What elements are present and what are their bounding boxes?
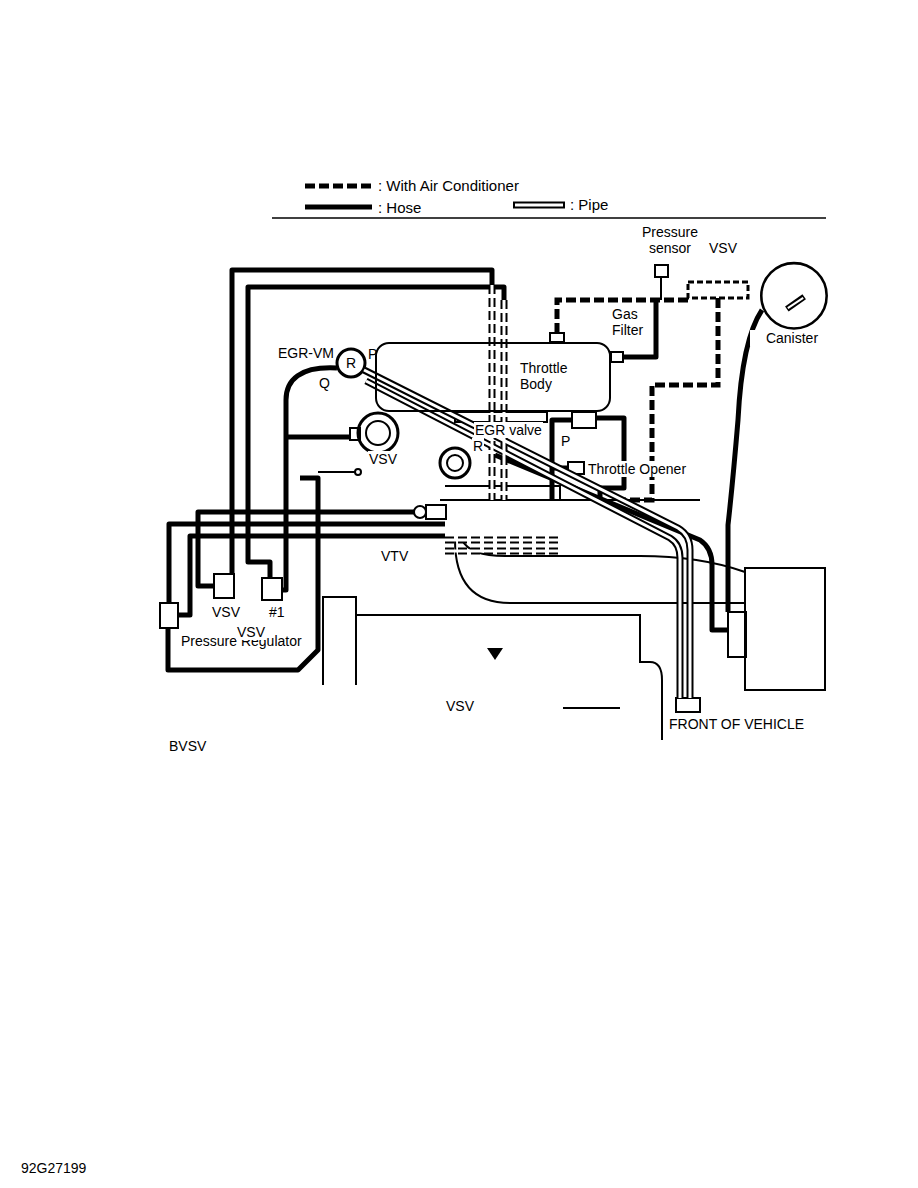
component-box [572, 412, 596, 428]
air-conditioner-hoses [557, 282, 748, 500]
hose-line [323, 597, 356, 685]
component-box [688, 282, 748, 298]
component-box [611, 352, 623, 362]
number-label: VSV [236, 624, 266, 640]
fitting-circle [440, 448, 470, 478]
component-box [676, 698, 700, 712]
pipes [364, 285, 690, 698]
hose-line [501, 300, 508, 500]
part-label: VTV [380, 548, 409, 564]
fitting-circle [358, 413, 398, 453]
legend-text: : Pipe [569, 196, 609, 213]
hose-line [489, 285, 496, 500]
component-box [350, 428, 360, 440]
legend-text: : Hose [377, 199, 422, 216]
hose-line [728, 310, 762, 612]
legend-text: : With Air Conditioner [377, 177, 520, 194]
hose-line [366, 381, 680, 698]
component-box [262, 578, 282, 600]
port-letter: EGR valve [474, 422, 543, 438]
fitting-circle [366, 421, 390, 445]
canister-port [788, 298, 803, 308]
port-letter: R [472, 438, 484, 454]
node-text: Canister [750, 330, 834, 346]
hose-line [286, 435, 350, 440]
fitting-circle [447, 455, 463, 471]
legend-sample [305, 186, 372, 187]
part-label: VSV [708, 240, 738, 256]
canister-port [787, 297, 804, 309]
hose-line [445, 548, 560, 555]
part-label: VSV [211, 604, 241, 620]
canister: Canister [750, 258, 840, 352]
hose-line [440, 499, 700, 501]
component-box [655, 265, 668, 277]
hose-line [491, 285, 494, 500]
port-letter: R [345, 355, 357, 371]
part-label: EGR-VM [277, 345, 335, 361]
part-outlines [160, 265, 825, 740]
component-box [728, 612, 746, 657]
fitting-circle [414, 506, 426, 518]
legend-line [305, 205, 372, 210]
component-box [160, 603, 178, 628]
hose-line [445, 550, 560, 553]
hose-line [356, 615, 662, 740]
port-letter: Q [318, 375, 331, 391]
fitting-circle [337, 349, 365, 377]
fitting-circle [355, 469, 361, 475]
hose-line [445, 539, 560, 542]
hose-line [364, 370, 690, 698]
hose-line [445, 537, 560, 544]
part-label: Throttle Opener [587, 461, 687, 477]
component-box [550, 333, 564, 342]
part-label: 92G27199 [20, 1160, 87, 1176]
front-arrow [487, 648, 503, 660]
part-label: FRONT OF VEHICLE [668, 716, 805, 732]
part-label: P [560, 433, 571, 449]
legend-line [513, 202, 565, 209]
legend-rule [272, 217, 826, 219]
hose-line [660, 277, 662, 300]
component-box [214, 574, 234, 598]
component-box [426, 505, 446, 519]
throttle-body: Throttle Body [375, 342, 611, 412]
hose-line [318, 471, 355, 473]
part-label: Pressure sensor [636, 224, 704, 256]
legend-sample [513, 205, 565, 206]
figure-id: BVSV [168, 738, 207, 754]
component-box [745, 568, 825, 690]
legend-line [515, 204, 563, 207]
node-text: Throttle Body [519, 360, 583, 392]
part-label: #1 [268, 604, 286, 620]
hoses [168, 270, 762, 670]
direction-note: VSV [445, 698, 475, 714]
legend-sample [305, 207, 372, 208]
part-label: Gas Filter [611, 306, 653, 338]
hose-line [366, 381, 680, 698]
legend-line [305, 184, 372, 189]
canister-circle [761, 263, 826, 328]
hose-line [364, 370, 690, 698]
hose-line [503, 300, 506, 500]
hose-line [563, 707, 620, 709]
part-label: VSV [368, 451, 398, 467]
